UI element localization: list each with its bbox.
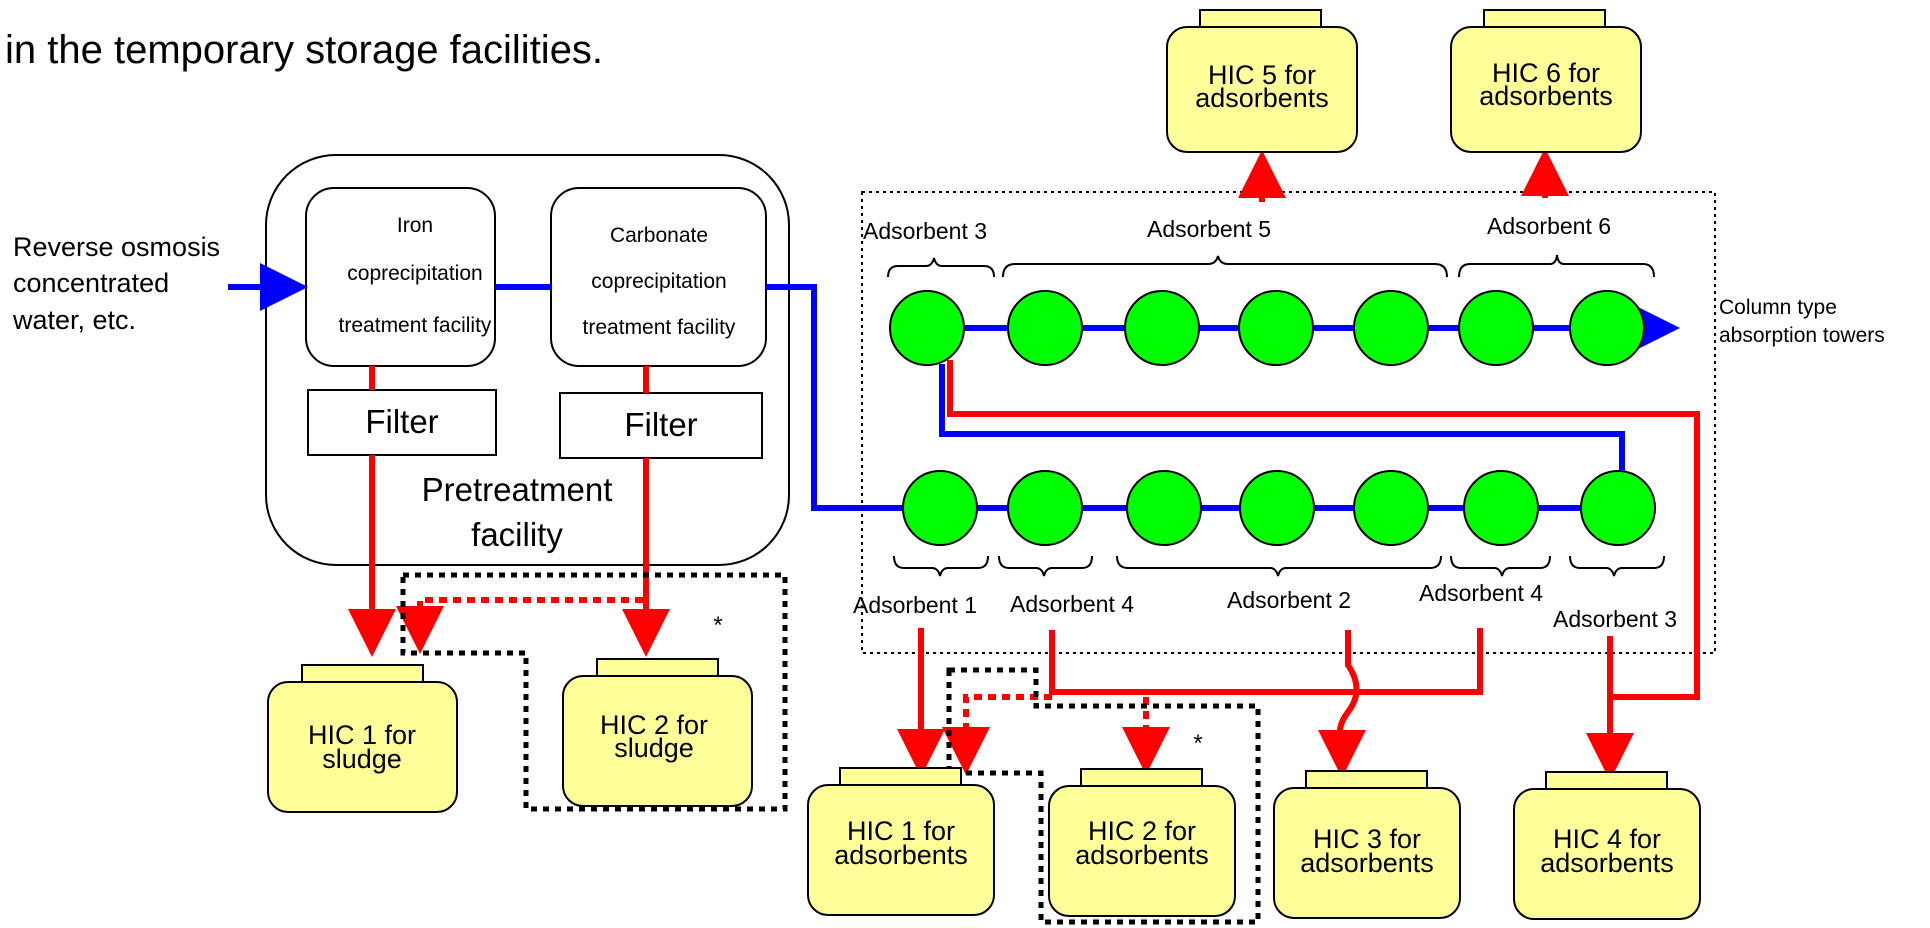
hic2-adsorbents-label-1: HIC 2 for xyxy=(1088,816,1196,846)
hic5-adsorbents-container: HIC 5 for adsorbents xyxy=(1166,9,1358,153)
hic1-adsorbents-label-1: HIC 1 for xyxy=(847,816,955,846)
asterisk-2: * xyxy=(1193,730,1202,757)
flow-to-columns xyxy=(766,284,897,511)
hic1-adsorbents-container: HIC 1 for adsorbents xyxy=(807,767,995,916)
iron-facility-label-2: coprecipitation xyxy=(347,262,482,285)
brace-top-adsorbent-3 xyxy=(887,257,995,278)
brace-top-adsorbent-6 xyxy=(1458,254,1655,278)
bottom-label-adsorbent-4a: Adsorbent 4 xyxy=(1010,591,1134,617)
hic2-sludge-label-2: sludge xyxy=(614,733,694,763)
outlet-label-2: absorption towers xyxy=(1719,324,1885,347)
column-bottom-4 xyxy=(1239,470,1315,546)
filter-box-1 xyxy=(307,389,497,456)
hic3-adsorbents-container: HIC 3 for adsorbents xyxy=(1273,770,1461,919)
hic4-adsorbents-container: HIC 4 for adsorbents xyxy=(1513,771,1701,920)
hic5-adsorbents-label-1: HIC 5 for xyxy=(1208,60,1316,90)
column-bottom-5 xyxy=(1353,470,1429,546)
column-bottom-7 xyxy=(1580,470,1656,546)
bottom-label-adsorbent-1: Adsorbent 1 xyxy=(853,592,977,618)
carbonate-facility-label-1: Carbonate xyxy=(610,224,708,247)
inlet-label-2: concentrated xyxy=(13,268,169,298)
hic3-adsorbents-label-2: adsorbents xyxy=(1300,848,1434,878)
brace-bottom-adsorbent-2 xyxy=(1116,555,1442,577)
flow-bottom-to-top xyxy=(939,364,1625,471)
bottom-label-adsorbent-3: Adsorbent 3 xyxy=(1553,606,1677,632)
top-label-adsorbent-5: Adsorbent 5 xyxy=(1147,216,1271,242)
pretreatment-label-2: facility xyxy=(471,516,563,553)
hic1-sludge-label-1: HIC 1 for xyxy=(308,720,416,750)
column-top-6 xyxy=(1458,290,1534,366)
hic1-adsorbents-label-2: adsorbents xyxy=(834,840,968,870)
carbonate-facility-label-2: coprecipitation xyxy=(591,270,726,293)
hic3-adsorbents-label-1: HIC 3 for xyxy=(1313,824,1421,854)
iron-facility-label-1: Iron xyxy=(397,214,433,237)
hic4-adsorbents-label-2: adsorbents xyxy=(1540,848,1674,878)
hic2-adsorbents-container: HIC 2 for adsorbents xyxy=(1048,768,1236,917)
bottom-label-adsorbent-2: Adsorbent 2 xyxy=(1227,587,1351,613)
caption: in the temporary storage facilities. xyxy=(5,28,603,72)
pretreatment-facility-box xyxy=(265,154,790,566)
column-bottom-1 xyxy=(902,470,978,546)
flow-adsorbents-main xyxy=(1049,628,1483,695)
brace-top-adsorbent-5 xyxy=(1002,255,1448,278)
hic6-adsorbents-label-2: adsorbents xyxy=(1479,81,1613,111)
pretreatment-label: Pretreatment xyxy=(422,471,613,508)
column-top-1 xyxy=(889,290,965,366)
filter-label-2: Filter xyxy=(624,406,697,443)
inlet-label-1: Reverse osmosis xyxy=(13,232,220,262)
column-top-7 xyxy=(1569,290,1645,366)
carbonate-facility-box xyxy=(550,187,767,367)
hic1-sludge-label-2: sludge xyxy=(322,744,402,774)
brace-bottom-adsorbent-4a xyxy=(998,555,1093,577)
hic4-adsorbents-label-1: HIC 4 for xyxy=(1553,824,1661,854)
flow-adsorbent2-to-hic3 xyxy=(1318,630,1366,778)
hic6-adsorbents-container: HIC 6 for adsorbents xyxy=(1450,9,1642,153)
brace-bottom-adsorbent-1 xyxy=(893,555,989,577)
column-bottom-6 xyxy=(1463,470,1539,546)
brace-bottom-adsorbent-3 xyxy=(1569,555,1665,577)
hic2-sludge-container: HIC 2 for sludge xyxy=(562,658,753,807)
hic1-sludge-container: HIC 1 for sludge xyxy=(267,664,458,813)
absorption-towers-enclosure xyxy=(861,191,1716,654)
column-top-5 xyxy=(1353,290,1429,366)
filter-label-1: Filter xyxy=(365,403,438,440)
hic2-sludge-label-1: HIC 2 for xyxy=(600,710,708,740)
column-bottom-3 xyxy=(1126,470,1202,546)
flow-alt-sludge-dotted xyxy=(396,597,643,654)
flow-top-adsorbent3-to-hic4 xyxy=(947,360,1700,700)
inlet-label-3: water, etc. xyxy=(12,305,136,335)
brace-bottom-adsorbent-4b xyxy=(1450,555,1551,577)
column-top-3 xyxy=(1124,290,1200,366)
hic6-adsorbents-label-1: HIC 6 for xyxy=(1492,58,1600,88)
hic2-adsorbents-label-2: adsorbents xyxy=(1075,840,1209,870)
hic5-adsorbents-label-2: adsorbents xyxy=(1195,83,1329,113)
column-bottom-2 xyxy=(1007,470,1083,546)
column-top-2 xyxy=(1007,290,1083,366)
column-top-4 xyxy=(1238,290,1314,366)
bottom-label-adsorbent-4b: Adsorbent 4 xyxy=(1419,580,1543,606)
iron-facility-label-3: treatment facility xyxy=(339,314,492,337)
asterisk-1: * xyxy=(713,612,722,639)
carbonate-facility-label-3: treatment facility xyxy=(583,316,736,339)
alt-region-sludge xyxy=(400,572,788,812)
outlet-label-1: Column type xyxy=(1719,296,1837,319)
top-label-adsorbent-3: Adsorbent 3 xyxy=(863,218,987,244)
top-label-adsorbent-6: Adsorbent 6 xyxy=(1487,213,1611,239)
alt-region-adsorbents xyxy=(946,667,1261,925)
flow-alt-adsorbent-dotted xyxy=(942,694,1052,775)
filter-box-2 xyxy=(559,392,763,459)
